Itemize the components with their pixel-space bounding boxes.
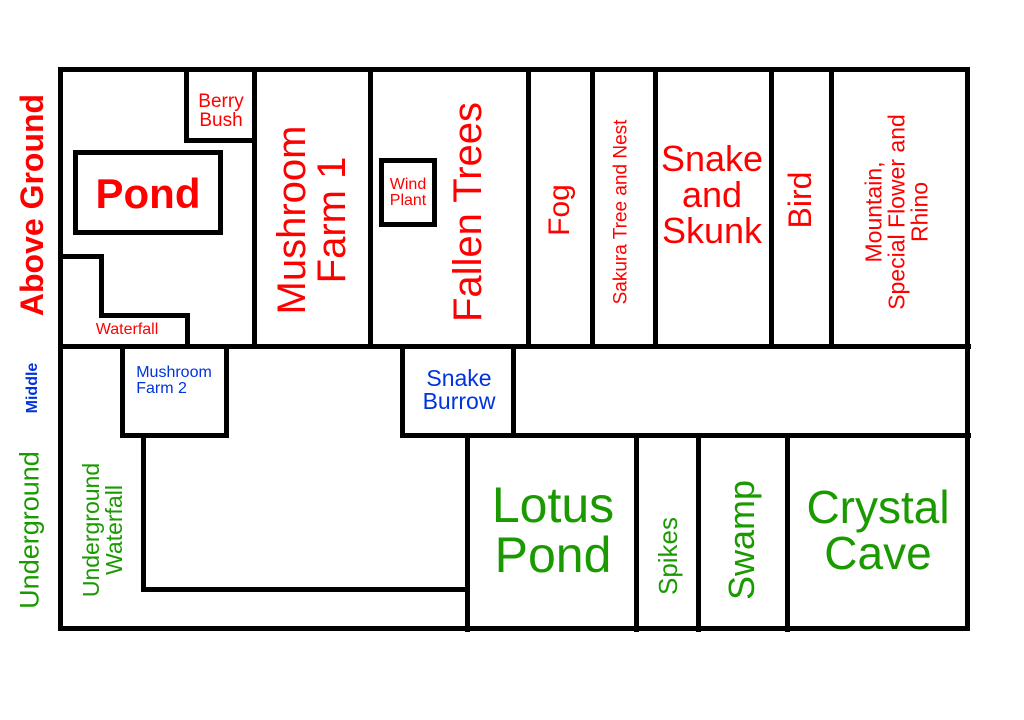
region-snake-burrow: Snake Burrow bbox=[422, 365, 496, 414]
divider-line bbox=[119, 343, 125, 438]
divider-line bbox=[98, 253, 104, 318]
divider-line bbox=[589, 66, 595, 349]
divider-line bbox=[784, 432, 790, 632]
region-sakura-tree-and-nest: Sakura Tree and Nest bbox=[610, 119, 632, 305]
divider-line bbox=[695, 432, 701, 632]
divider-line bbox=[98, 312, 190, 318]
divider-line bbox=[367, 66, 373, 349]
region-wind-plant: Wind Plant bbox=[389, 176, 427, 209]
wind-plant-box bbox=[379, 158, 437, 227]
region-underground-waterfall: Underground Waterfall bbox=[78, 462, 127, 598]
divider-line bbox=[183, 137, 257, 143]
region-spikes: Spikes bbox=[653, 516, 683, 596]
region-mushroom-farm-1: Mushroom Farm 1 bbox=[270, 125, 354, 315]
region-lotus-pond: Lotus Pond bbox=[491, 477, 615, 583]
region-waterfall: Waterfall bbox=[95, 321, 159, 338]
region-mountain-special-flower-rhino: Mountain, Special Flower and Rhino bbox=[860, 114, 933, 310]
region-bird: Bird bbox=[782, 171, 818, 229]
divider-line bbox=[768, 66, 774, 349]
region-fallen-trees: Fallen Trees bbox=[446, 101, 490, 323]
divider-line bbox=[510, 343, 516, 438]
divider-line bbox=[399, 343, 405, 438]
divider-line bbox=[119, 432, 229, 438]
region-mushroom-farm-2: Mushroom Farm 2 bbox=[136, 364, 212, 397]
divider-line bbox=[399, 432, 971, 438]
pond-box bbox=[73, 150, 223, 235]
region-pond: Pond bbox=[95, 170, 201, 217]
region-berry-bush: Berry Bush bbox=[198, 91, 244, 131]
divider-line bbox=[140, 432, 146, 592]
divider-line bbox=[223, 343, 229, 438]
layer-label-above-ground: Above Ground bbox=[14, 93, 50, 317]
region-crystal-cave: Crystal Cave bbox=[806, 481, 950, 579]
divider-line bbox=[251, 66, 257, 349]
divider-line bbox=[652, 66, 658, 349]
layer-label-underground: Underground bbox=[14, 451, 45, 609]
divider-line bbox=[828, 66, 834, 349]
divider-line bbox=[184, 312, 190, 349]
divider-line bbox=[140, 586, 470, 592]
region-swamp: Swamp bbox=[721, 479, 762, 601]
layer-label-middle: Middle bbox=[24, 362, 41, 414]
map-outer-border bbox=[58, 67, 970, 631]
region-fog: Fog bbox=[543, 184, 576, 236]
divider-line bbox=[525, 66, 531, 349]
divider-line bbox=[183, 66, 189, 143]
region-snake-and-skunk: Snake and Skunk bbox=[660, 138, 764, 251]
divider-line bbox=[464, 432, 470, 632]
divider-line bbox=[57, 253, 104, 259]
divider-line bbox=[633, 432, 639, 632]
